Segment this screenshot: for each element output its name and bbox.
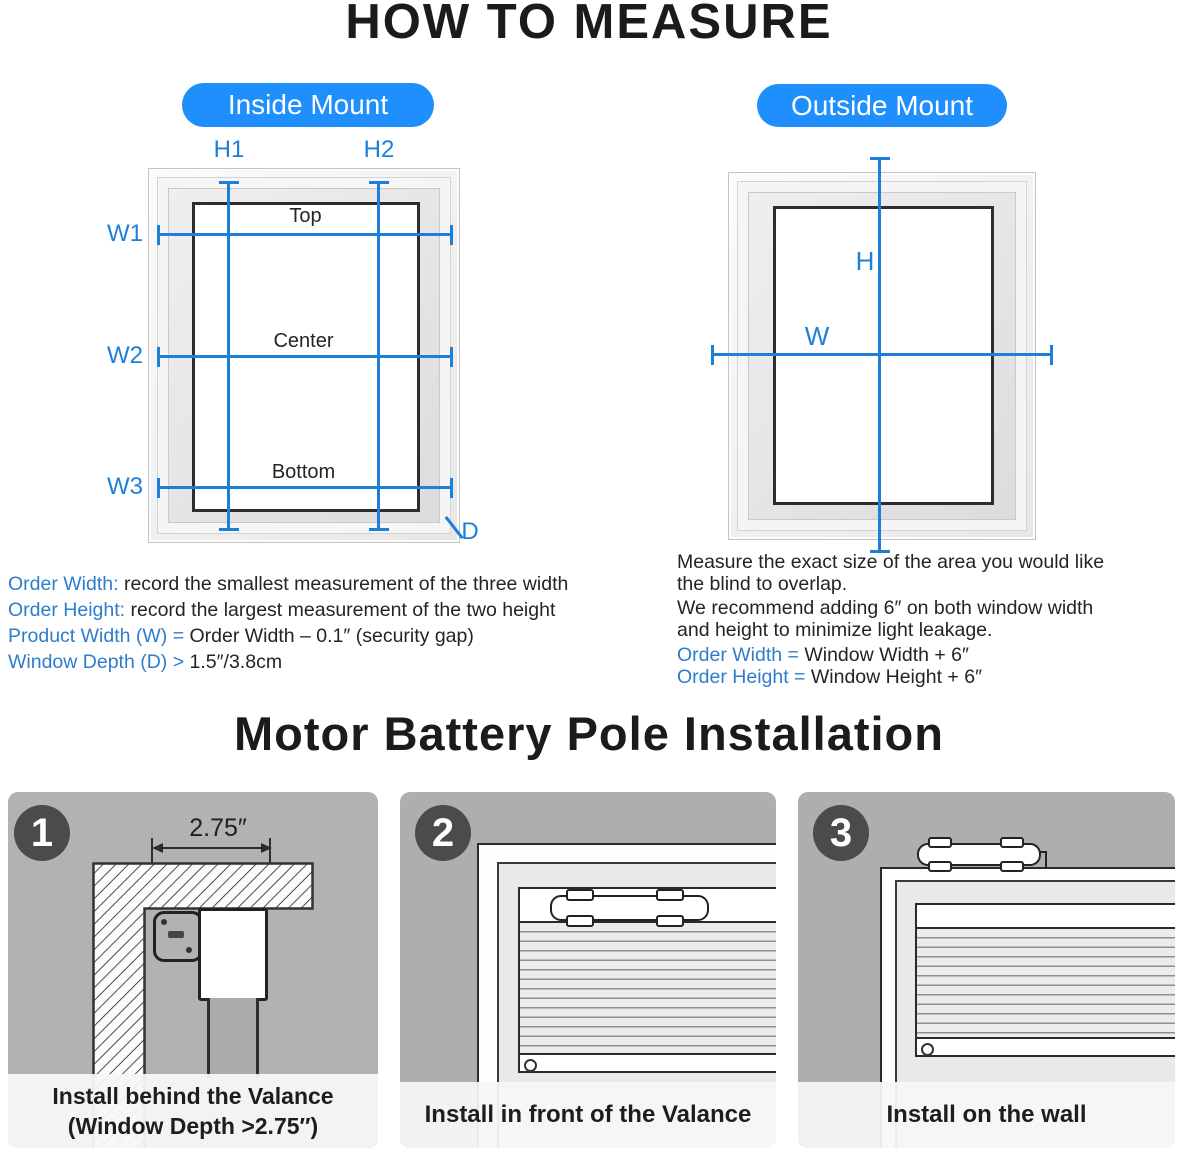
label-bottom: Bottom [271, 461, 336, 483]
label-depth: D [461, 518, 479, 545]
battery-pole [550, 889, 709, 927]
install-step-2-panel: 2 Install in front of the Valance [400, 792, 776, 1148]
note-lead: Order Height = [677, 665, 806, 688]
shade-cells [915, 929, 1175, 1037]
pole-tab [656, 915, 684, 927]
note-line: Order Width: record the smallest measure… [8, 571, 568, 597]
label-w1: W1 [107, 220, 143, 247]
note-rest: record the smallest measurement of the t… [118, 573, 569, 595]
dimension-arrow-right [261, 843, 272, 853]
note-line: Product Width (W) = Order Width – 0.1″ (… [8, 623, 568, 649]
note-rest: record the largest measurement of the tw… [125, 599, 556, 621]
label-top: Top [289, 205, 322, 227]
step-number-badge: 2 [415, 805, 471, 861]
shade-headrail [915, 903, 1175, 929]
caption-line: Install in front of the Valance [424, 1101, 752, 1128]
shade-bottom-rail [915, 1037, 1175, 1057]
note-lead: Product Width (W) = [8, 625, 185, 647]
step-caption: Install in front of the Valance [400, 1082, 776, 1148]
note-line: Order Height: record the largest measure… [8, 597, 568, 623]
label-h2: H2 [363, 136, 395, 163]
bracket-screw [186, 947, 192, 953]
pole-tab [566, 889, 594, 901]
note-lead: Order Width: [8, 573, 119, 595]
caption-line: (Window Depth >2.75″) [67, 1113, 319, 1139]
install-step-3-panel: 3 Install on the wall [798, 792, 1175, 1148]
label-h: H [855, 246, 875, 276]
caption-line: Install on the wall [886, 1101, 1087, 1128]
note-rest: Order Width – 0.1″ (security gap) [184, 625, 474, 647]
order-formulas: Order Width = Window Width + 6″ Order He… [677, 644, 1122, 689]
bracket-clip [168, 931, 184, 938]
label-center: Center [273, 330, 334, 352]
outside-mount-badge: Outside Mount [757, 84, 1007, 127]
note-line: Order Width = Window Width + 6″ [677, 644, 1122, 667]
note-line: Window Depth (D) > 1.5″/3.8cm [8, 649, 568, 675]
outside-mount-notes: Measure the exact size of the area you w… [677, 551, 1122, 689]
pole-tab [656, 889, 684, 901]
pole-tab [928, 837, 952, 848]
caption-line: Install behind the Valance [52, 1083, 334, 1109]
pole-wire [1037, 851, 1047, 853]
label-h1: H1 [213, 136, 245, 163]
valance [198, 908, 268, 1001]
bracket-screw [161, 919, 167, 925]
label-w: W [804, 321, 830, 351]
section-title: Motor Battery Pole Installation [234, 707, 944, 760]
note-rest: 1.5″/3.8cm [184, 651, 283, 673]
step-number-badge: 1 [14, 805, 70, 861]
rail-cap [921, 1043, 934, 1056]
note-paragraph: We recommend adding 6″ on both window wi… [677, 597, 1094, 641]
extension-line-right [269, 838, 271, 864]
page-title: HOW TO MEASURE [345, 0, 833, 49]
w1-measure-line [157, 224, 453, 245]
w3-measure-line [157, 477, 453, 498]
cellular-shade [915, 903, 1175, 1148]
label-w2: W2 [107, 342, 143, 369]
pole-tab [928, 861, 952, 872]
pole-tab [566, 915, 594, 927]
w2-measure-line [157, 346, 453, 367]
inside-mount-badge: Inside Mount [182, 83, 434, 127]
note-lead: Window Depth (D) > [8, 651, 185, 673]
label-w3: W3 [107, 473, 143, 500]
outside-mount-window-diagram [728, 172, 1036, 540]
note-line: Order Height = Window Height + 6″ [677, 665, 1122, 689]
dimension-arrow-left [152, 843, 163, 853]
shade-cells [518, 923, 776, 1053]
note-paragraph: Measure the exact size of the area you w… [677, 551, 1105, 595]
install-step-1-panel: 1 2.75″ Install behind the Valance (Wind… [8, 792, 378, 1148]
note-lead: Order Width = [677, 644, 799, 666]
battery-pole [207, 998, 259, 1078]
pole-tab [1000, 837, 1024, 848]
inside-mount-notes: Order Width: record the smallest measure… [8, 571, 568, 675]
note-rest: Window Width + 6″ [798, 644, 969, 666]
dimension-line [154, 847, 270, 849]
step-number-badge: 3 [813, 805, 869, 861]
note-rest: Window Height + 6″ [805, 665, 982, 688]
step-caption: Install on the wall [798, 1082, 1175, 1148]
battery-pole [917, 837, 1041, 872]
width-measure-line [711, 344, 1053, 365]
step-caption: Install behind the Valance (Window Depth… [8, 1074, 378, 1148]
note-lead: Order Height: [8, 599, 126, 621]
pole-tab [1000, 861, 1024, 872]
rail-cap [524, 1059, 537, 1072]
shade-bottom-rail [518, 1053, 776, 1073]
depth-dimension-label: 2.75″ [189, 814, 247, 842]
